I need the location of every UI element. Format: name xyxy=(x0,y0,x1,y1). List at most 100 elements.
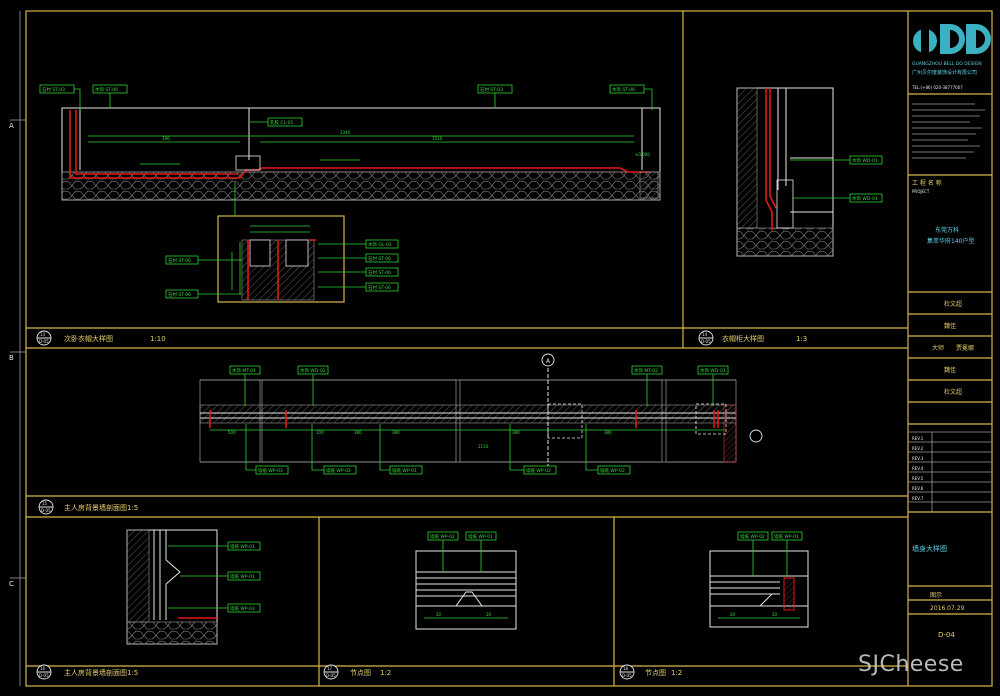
svg-text:墙纸 WP-01: 墙纸 WP-01 xyxy=(468,533,493,540)
drafter: 魏佳 xyxy=(944,322,956,330)
company-name-en: GUANGZHOU BELL DO DESIGN xyxy=(912,61,982,67)
sheet-frame: A B C xyxy=(9,10,993,687)
rev-5: REV.5 xyxy=(912,476,924,481)
dim-top-total: 2340 xyxy=(340,130,351,135)
tag-c3: 木饰 MT-02 xyxy=(631,365,663,406)
panel-num-bot: D-05 xyxy=(39,339,49,344)
node-dim-f2: 20 xyxy=(772,612,778,617)
tag-d5: 石材 ST-06 xyxy=(165,255,242,265)
rev-2: REV.2 xyxy=(912,446,924,451)
svg-text:木饰 WD-01: 木饰 WD-01 xyxy=(852,195,878,202)
revision-table: REV.1 REV.2 REV.3 REV.4 REV.5 REV.6 REV.… xyxy=(908,431,992,512)
svg-text:墙纸 WP-01: 墙纸 WP-01 xyxy=(230,573,255,580)
svg-text:墙纸 WP-01: 墙纸 WP-01 xyxy=(774,533,799,540)
panel-title-f: 18 D-05 节点图 1:2 xyxy=(619,664,682,680)
tag-c1: 木饰 MT-01 xyxy=(229,365,261,406)
panel-title-c: 15 D-05 主人房背景墙剖面图 1:5 xyxy=(38,499,138,515)
project-name-1: 东莞万科 xyxy=(935,226,959,234)
panel-scale: 1:5 xyxy=(127,504,138,512)
svg-text:墙纸 WP-02: 墙纸 WP-02 xyxy=(600,467,625,474)
reviewer: 魏佳 xyxy=(944,366,956,374)
panel-title-a: 13 D-05 次卧衣帽大样图 1:10 xyxy=(36,330,166,346)
svg-text:乳胶 CL-01: 乳胶 CL-01 xyxy=(270,119,293,126)
tag-a2: 木饰 ST-06 xyxy=(92,84,128,108)
svg-text:木饰 MT-02: 木饰 MT-02 xyxy=(634,367,658,374)
svg-text:木饰 WD-01: 木饰 WD-01 xyxy=(700,367,726,374)
watermark: SJCheese xyxy=(858,652,964,677)
svg-text:木饰 GL-02: 木饰 GL-02 xyxy=(368,241,392,248)
tag-a3: 乳胶 CL-01 xyxy=(250,117,303,127)
detail-f-node: 20 20 墙纸 WP-02 墙纸 WP-01 xyxy=(709,531,809,628)
panel-scale: 1:2 xyxy=(380,669,391,677)
company-name-cn: 广州贝尔度装饰设计有限公司 xyxy=(912,69,977,76)
tag-a1: 石材 ST-03 xyxy=(39,84,81,110)
tag-c8: 墙纸 WP-02 xyxy=(509,424,557,475)
detail-b-section: 木饰 WD-01 木饰 WD-01 xyxy=(736,87,883,257)
node-dim-e2: 20 xyxy=(486,612,492,617)
panel-scale: 1:10 xyxy=(150,335,166,343)
project-label: 工 程 名 称 xyxy=(912,179,942,187)
node-dim-f1: 20 xyxy=(730,612,736,617)
project-name-2: 集萃华府140户型 xyxy=(927,237,974,245)
svg-text:石材 ST-06: 石材 ST-06 xyxy=(168,257,191,264)
svg-text:木饰 ST-06: 木饰 ST-06 xyxy=(612,86,635,93)
svg-text:墙纸 WP-02: 墙纸 WP-02 xyxy=(430,533,455,540)
panel-num-bot: D-05 xyxy=(622,673,632,678)
detail-d-section: 墙纸 WP-01 墙纸 WP-01 墙纸 WP-03 xyxy=(126,529,261,645)
date: 2016.07.29 xyxy=(930,605,965,612)
tag-c7: 墙纸 WP-01 xyxy=(379,424,423,475)
level-mark: ±0.000 xyxy=(635,152,650,157)
tag-a5: 木饰 ST-06 xyxy=(609,84,653,110)
svg-text:墙纸 WP-01: 墙纸 WP-01 xyxy=(392,467,417,474)
panel-title: 节点图 xyxy=(645,669,666,677)
panel-scale: 1:5 xyxy=(127,669,138,677)
tag-d-2: 墙纸 WP-01 xyxy=(180,571,261,581)
tag-c4: 木饰 WD-01 xyxy=(697,365,729,406)
tag-d-3: 墙纸 WP-03 xyxy=(168,603,261,613)
rev-1: REV.1 xyxy=(912,436,924,441)
tag-f1: 墙纸 WP-02 xyxy=(737,531,769,576)
node-dim-e1: 20 xyxy=(436,612,442,617)
tag-c6: 墙纸 WP-02 xyxy=(311,424,357,475)
dim-c6: 380 xyxy=(604,430,612,435)
dim-c5: 380 xyxy=(512,430,520,435)
panel-num-top: 15 xyxy=(42,501,48,506)
company-contact: TEL:(+86) 020-38777007 xyxy=(911,85,963,90)
tag-c5: 墙纸 WP-03 xyxy=(245,424,289,475)
rev-4: REV.4 xyxy=(912,466,924,471)
svg-text:墙纸 WP-03: 墙纸 WP-03 xyxy=(230,605,255,612)
svg-text:墙纸 WP-03: 墙纸 WP-03 xyxy=(258,467,283,474)
tag-c9: 墙纸 WP-02 xyxy=(585,424,631,475)
tag-d-1: 墙纸 WP-01 xyxy=(168,541,261,551)
designer: 杜文超 xyxy=(944,300,962,308)
tag-e2: 墙纸 WP-01 xyxy=(465,531,497,572)
panel-num-bot: D-05 xyxy=(41,508,51,513)
panel-title: 主人房背景墙剖面图 xyxy=(64,668,127,677)
svg-text:石材 ST-06: 石材 ST-06 xyxy=(368,284,391,291)
panel-title: 节点图 xyxy=(350,669,371,677)
svg-text:B: B xyxy=(9,354,14,362)
drawing-title: 墙身大样图 xyxy=(912,544,947,553)
tag-b2: 木饰 WD-01 xyxy=(792,193,883,203)
panel-num-bot: D-05 xyxy=(326,673,336,678)
svg-text:石材 ST-06: 石材 ST-06 xyxy=(368,255,391,262)
dim-top-right: 1510 xyxy=(432,136,443,141)
panel-scale: 1:3 xyxy=(796,335,807,343)
dim-c4: 2150 xyxy=(478,444,489,449)
checker: 贾冕娜 xyxy=(956,344,974,352)
title-block: GUANGZHOU BELL DO DESIGN 广州贝尔度装饰设计有限公司 T… xyxy=(908,24,992,639)
detail-c-section: A 500 100 380 380 2150 380 380 木饰 MT-01 … xyxy=(199,353,763,475)
section-marker: A xyxy=(546,358,551,365)
scale: 图示 xyxy=(930,592,942,599)
drawing-number: D-04 xyxy=(938,631,955,639)
tag-d1: 木饰 GL-02 xyxy=(318,239,399,249)
svg-text:木饰 WD-02: 木饰 WD-02 xyxy=(300,367,326,374)
panel-title: 次卧衣帽大样图 xyxy=(64,334,113,343)
notes-block xyxy=(912,103,985,159)
dim-c3: 380 xyxy=(392,430,400,435)
company-logo xyxy=(913,24,991,54)
svg-text:木饰 WD-01: 木饰 WD-01 xyxy=(852,157,878,164)
tag-b1: 木饰 WD-01 xyxy=(790,155,883,165)
tag-d2: 石材 ST-06 xyxy=(318,253,399,263)
